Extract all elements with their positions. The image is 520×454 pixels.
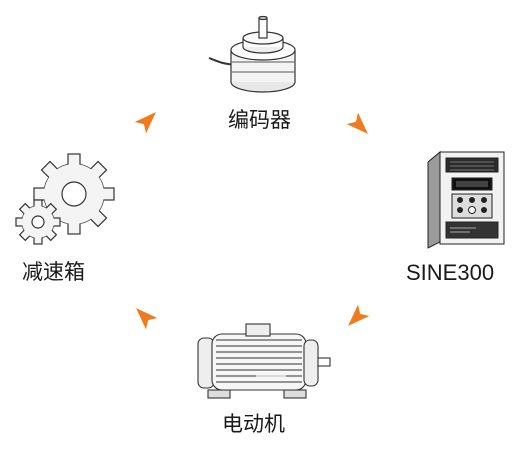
inverter-drive-icon [427,150,505,249]
rotary-encoder-icon [208,15,296,93]
arrow-encoder-to-drive-icon [346,112,368,134]
encoder-node [205,14,315,100]
electric-motor-icon [197,323,331,399]
arrow-gearbox-to-encoder-icon [134,112,156,134]
arrow-head [134,112,156,134]
arrow-motor-to-gearbox-icon [136,308,158,330]
motor-node [186,318,332,404]
arrow-drive-to-motor-icon [348,304,370,326]
motor-label: 电动机 [222,412,285,436]
drive-node [420,148,510,250]
gears-icon [15,153,115,245]
gearbox-node [14,146,118,250]
encoder-label: 编码器 [228,108,291,132]
gearbox-label: 减速箱 [22,260,85,284]
drive-label: SINE300 [406,260,495,285]
